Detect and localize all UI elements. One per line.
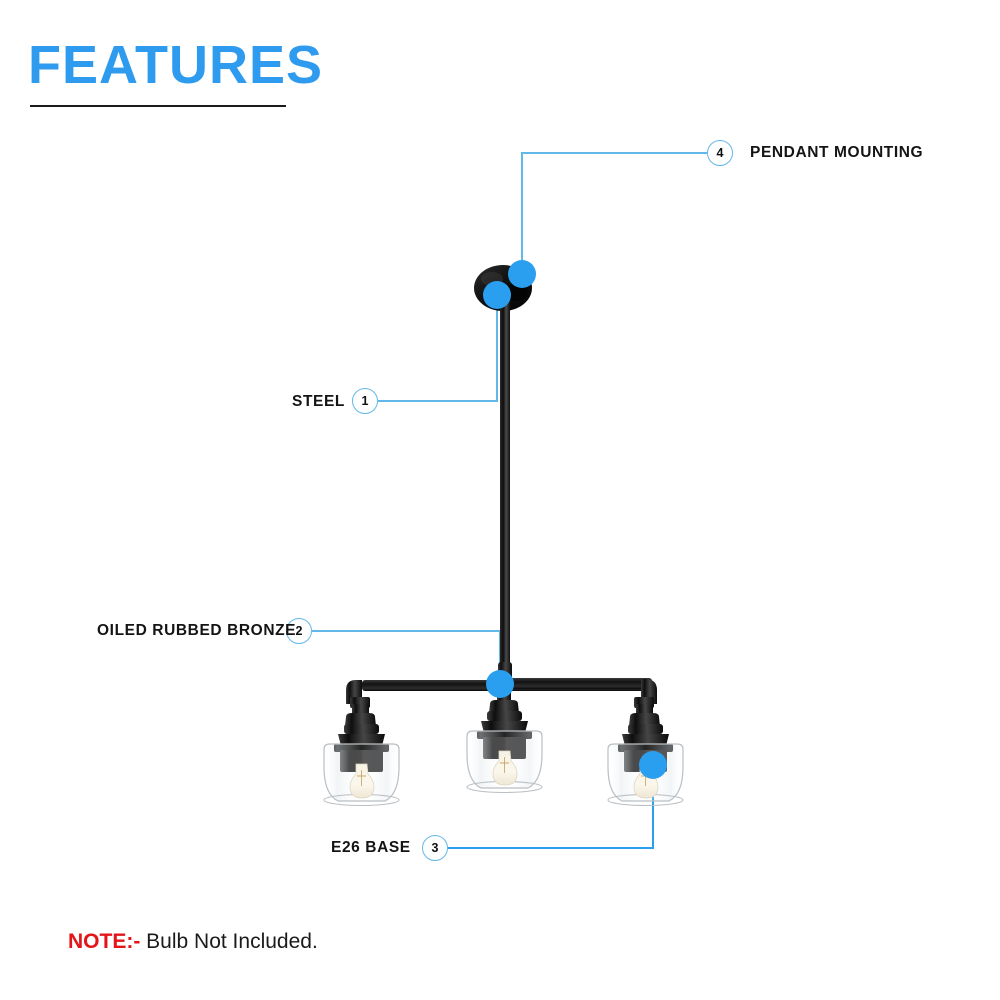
callout-badge-1[interactable]: 1 [352,388,378,414]
marker-dot-oiled-rubbed-bronze [486,670,514,698]
page-title: FEATURES [28,35,324,95]
lamp-head-center [466,690,543,794]
leader-line-1 [378,295,498,402]
callout-badge-3[interactable]: 3 [422,835,448,861]
callout-badge-4[interactable]: 4 [707,140,733,166]
lamp-head-left [323,704,400,807]
callout-label-pendant-mounting: PENDANT MOUNTING [750,144,924,161]
marker-dot-pendant-mounting [508,260,536,288]
note-line: NOTE:- Bulb Not Included. [68,930,318,954]
callout-label-e26-base: E26 BASE [331,839,411,856]
leader-line-2 [312,630,501,684]
note-keyword: NOTE:- [68,930,141,953]
callout-badge-2[interactable]: 2 [286,618,312,644]
leader-line-4 [521,152,707,274]
callout-label-oiled-rubbed-bronze: OILED RUBBED BRONZE [97,622,297,639]
note-text: Bulb Not Included. [146,930,318,953]
downrod [498,300,512,688]
callout-label-steel: STEEL [292,393,345,410]
title-underline [30,105,286,107]
marker-dot-e26-base [639,751,667,779]
marker-dot-steel [483,281,511,309]
